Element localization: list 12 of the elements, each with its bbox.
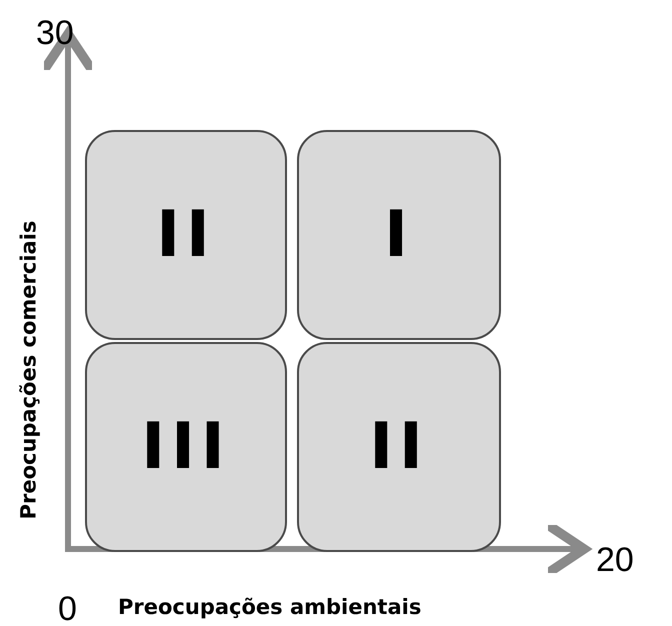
quadrant-numeral: II (156, 198, 216, 272)
quadrant-box (85, 130, 287, 340)
axis-title: Preocupações comerciais (18, 220, 40, 520)
axis-value: 20 (596, 543, 634, 577)
quadrant-numeral: II (369, 410, 429, 484)
axis-value: 0 (58, 592, 77, 626)
axis-title: Preocupações ambientais (118, 597, 422, 618)
quadrant-box (297, 130, 501, 340)
quadrant-box (297, 342, 501, 552)
quadrant-box (85, 342, 287, 552)
quadrant-numeral: III (141, 410, 231, 484)
quadrant-numeral: I (384, 198, 414, 272)
